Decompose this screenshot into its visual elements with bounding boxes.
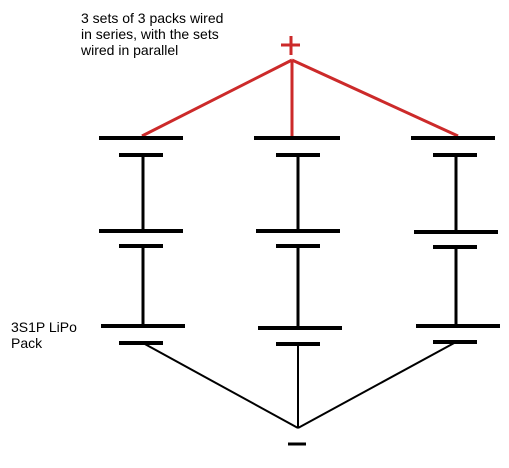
battery-cell-1-3	[101, 324, 185, 345]
battery-cell-3-3	[416, 324, 500, 344]
positive-wiring	[141, 58, 459, 138]
negative-wiring	[142, 341, 457, 429]
battery-cell-2-1	[254, 136, 340, 157]
negative-wire-right	[297, 341, 457, 429]
negative-wire-left	[142, 342, 299, 429]
battery-cell-2-2	[256, 229, 340, 248]
battery-cell-3-2	[414, 230, 498, 249]
pack-label-line-2: Pack	[11, 335, 43, 351]
positive-wire-left	[141, 58, 293, 138]
diagram-caption: 3 sets of 3 packs wired in series, with …	[81, 10, 224, 58]
battery-cell-2-3	[258, 326, 342, 346]
battery-cell-1-2	[99, 229, 183, 248]
positive-wire-right	[291, 58, 459, 138]
battery-cell-3-1	[411, 136, 495, 157]
pack-label: 3S1P LiPo Pack	[11, 319, 91, 351]
pack-label-line-1: 3S1P LiPo	[11, 319, 77, 335]
battery-set-3	[411, 136, 500, 344]
battery-set-1	[99, 136, 185, 345]
positive-terminal-symbol	[281, 36, 300, 55]
battery-set-2	[254, 136, 342, 346]
battery-cell-1-1	[99, 136, 183, 157]
